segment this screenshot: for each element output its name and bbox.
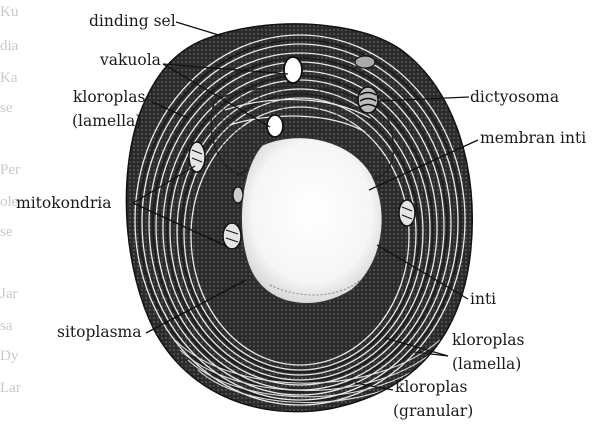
label-chloroplast-lamella-sub: (lamella) <box>452 355 521 373</box>
label-mitochondria: mitokondria <box>16 194 111 212</box>
label-chloroplast-lamella: kloroplas <box>452 331 525 349</box>
dictyosome <box>358 87 378 113</box>
mitochondrion <box>399 200 415 226</box>
label-chloroplast-granular: kloroplas <box>395 378 468 396</box>
label-chloroplast-granular-sub: (granular) <box>393 402 473 420</box>
label-nuclear-membrane: membran inti <box>480 129 586 147</box>
mitochondrion <box>223 223 241 249</box>
label-cytoplasm: sitoplasma <box>57 323 142 341</box>
label-nucleus: inti <box>470 290 496 308</box>
nucleus <box>241 137 382 303</box>
label-dictyosome: dictyosoma <box>470 88 559 106</box>
label-cell-wall: dinding sel <box>89 12 176 30</box>
label-chloroplast-lamella: kloroplas <box>73 88 146 106</box>
vacuole <box>284 57 302 83</box>
label-chloroplast-lamella-sub: (lamella) <box>72 112 141 130</box>
label-vacuole: vakuola <box>100 51 161 69</box>
